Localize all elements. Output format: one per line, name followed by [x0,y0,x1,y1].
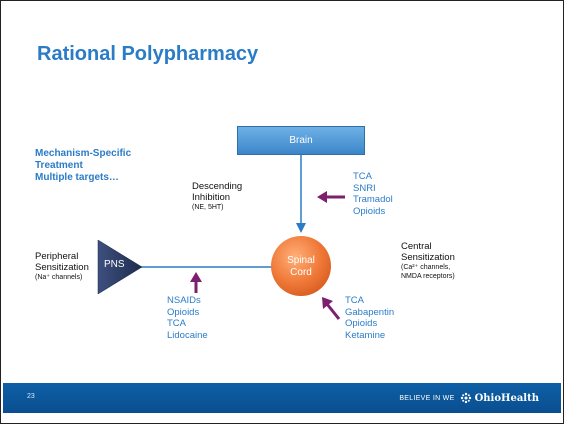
footer-bar: 23 BELIEVE IN WE OhioHealth [3,383,561,413]
spinal-cord-circle [271,236,331,296]
pns-triangle [97,239,143,295]
central-sensitization-label: Central Sensitization (Ca²⁺ channels, NM… [401,241,455,281]
drug-item: TCA [167,318,186,329]
label-line: Central [401,241,432,252]
brand-tagline: BELIEVE IN WE [399,394,455,402]
descending-inhibition-label: Descending Inhibition (NE, 5HT) [192,181,242,212]
drug-item: Opioids [345,318,378,329]
drug-item: TCA [345,295,364,306]
slide-number: 23 [27,393,35,400]
drug-item: Gabapentin [345,306,395,318]
peripheral-sensitization-label: Peripheral Sensitization (Na⁺ channels) [35,251,89,282]
drug-item: Opioids [353,205,386,217]
mechanism-line: Multiple targets… [35,172,119,183]
mechanism-line: Treatment [35,160,83,171]
drug-item: Opioids [167,306,200,318]
spinal-cord-label: Spinal Cord [275,255,327,279]
spinal-cord-line: Cord [290,267,312,278]
label-sub: NMDA receptors) [401,273,455,280]
label-line: Sensitization [401,252,455,263]
label-line: Peripheral [35,251,79,262]
pns-label: PNS [104,259,125,270]
brain-box: Brain [237,126,365,155]
drug-item: Ketamine [345,329,386,341]
spinal-cord-line: Spinal [287,255,315,266]
label-sub: (Ca²⁺ channels, [401,264,451,271]
drug-item: Tramadol [353,194,393,205]
mechanism-line: Mechanism-Specific [35,148,132,159]
descending-arrowhead [296,223,306,233]
drug-item: SNRI [353,182,376,194]
arrow-central-drugs [322,297,341,320]
label-sub: (Na⁺ channels) [35,274,83,281]
arrow-peripheral-drugs [190,272,202,293]
descending-drug-list: TCA SNRI Tramadol Opioids [353,171,393,217]
mechanism-text: Mechanism-Specific Treatment Multiple ta… [35,148,131,184]
slide-title: Rational Polypharmacy [37,43,259,65]
drug-item: TCA [353,171,372,182]
drug-item: Lidocaine [167,329,208,341]
central-drug-list: TCA Gabapentin Opioids Ketamine [345,295,394,341]
label-sub: (NE, 5HT) [192,204,224,211]
arrow-descending-drugs [317,191,345,203]
label-line: Descending [192,181,243,192]
label-line: Inhibition [192,192,231,203]
drug-item: NSAIDs [167,295,201,306]
brand-block: BELIEVE IN WE OhioHealth [399,391,539,405]
ohiohealth-logo-icon [460,392,471,404]
peripheral-drug-list: NSAIDs Opioids TCA Lidocaine [167,295,208,341]
label-line: Sensitization [35,262,89,273]
brand-name: OhioHealth [474,392,539,404]
